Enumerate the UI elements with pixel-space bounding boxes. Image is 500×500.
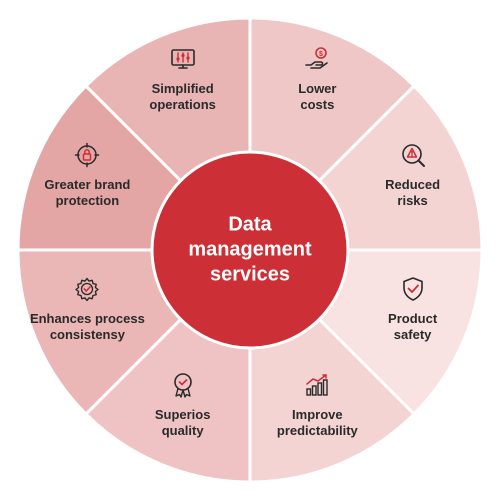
warning-search-icon bbox=[400, 142, 426, 168]
segment-label-line: Lower bbox=[298, 81, 337, 97]
segment-label-line: quality bbox=[161, 422, 204, 438]
segment-label-line: consistensy bbox=[49, 327, 125, 343]
svg-text:$: $ bbox=[319, 51, 323, 58]
center-title-line-2: management bbox=[188, 238, 312, 261]
segment-label-line: Improve bbox=[292, 406, 343, 422]
gear-check-icon bbox=[74, 276, 100, 302]
hand-dollar-icon: $ bbox=[304, 46, 330, 72]
center-circle bbox=[150, 150, 350, 350]
center-title: Data management services bbox=[160, 213, 340, 288]
segment-label-line: Simplified bbox=[151, 81, 214, 97]
segment-label-line: costs bbox=[300, 97, 335, 113]
quality-badge-icon bbox=[170, 372, 196, 398]
segment-label-line: predictability bbox=[276, 422, 358, 438]
segment-label-line: Reduced bbox=[385, 176, 441, 192]
bar-chart-trend-icon bbox=[304, 372, 330, 398]
segment-label-line: operations bbox=[149, 97, 216, 113]
control-panel-icon bbox=[170, 46, 196, 72]
segment-label-line: protection bbox=[55, 192, 120, 208]
segment-label-line: Product bbox=[388, 311, 438, 327]
segment-label-line: risks bbox=[397, 192, 428, 208]
shield-check-icon bbox=[400, 276, 426, 302]
segment-label-line: Superios bbox=[154, 406, 211, 422]
lock-target-icon bbox=[74, 142, 100, 168]
center-title-line-3: services bbox=[209, 263, 291, 286]
segment-label-line: Greater brand bbox=[44, 176, 131, 192]
center-title-line-1: Data bbox=[228, 213, 272, 236]
segment-label-line: safety bbox=[393, 327, 432, 343]
segment-label-line: Enhances process bbox=[29, 311, 145, 327]
